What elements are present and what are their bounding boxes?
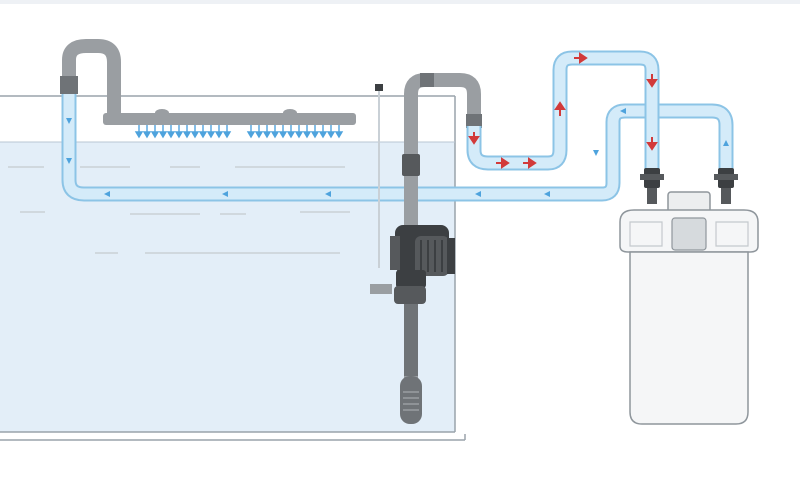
arrow-down-icon: [214, 125, 224, 139]
intake-strainer: [400, 376, 422, 424]
intake-u-pipe: [404, 73, 481, 160]
arrow-down-icon: [222, 125, 232, 139]
arrow-down-icon: [646, 137, 658, 151]
pump-air-inlet: [370, 284, 392, 294]
intake-flow-arrows: [468, 52, 658, 169]
spray-bar-assembly: [60, 39, 356, 139]
arrow-right-icon: [523, 157, 537, 169]
arrow-down-icon: [286, 125, 296, 139]
pump-connector: [405, 176, 417, 226]
arrow-down-icon: [190, 125, 200, 139]
arrow-down-icon: [593, 150, 599, 156]
arrow-down-icon: [166, 125, 176, 139]
arrow-left-icon: [222, 191, 228, 197]
arrow-up-icon: [723, 140, 729, 146]
arrow-down-icon: [318, 125, 328, 139]
return-tube-fill: [63, 94, 732, 200]
arrow-down-icon: [66, 158, 72, 164]
arrow-down-icon: [206, 125, 216, 139]
arrow-down-icon: [310, 125, 320, 139]
arrow-down-icon: [646, 74, 658, 88]
air-line: [375, 84, 383, 268]
pump-lower-collar: [394, 286, 426, 304]
arrow-down-icon: [278, 125, 288, 139]
arrow-left-icon: [475, 191, 481, 197]
arrow-down-icon: [294, 125, 304, 139]
valve-icon: [640, 168, 664, 204]
arrow-right-icon: [496, 157, 510, 169]
arrow-left-icon: [104, 191, 110, 197]
arrow-down-icon: [326, 125, 336, 139]
arrow-down-icon: [66, 118, 72, 124]
intake-elbow-cap: [420, 73, 434, 87]
arrow-down-icon: [262, 125, 272, 139]
spray-arrows: [134, 125, 344, 139]
return-tube: [61, 94, 734, 202]
arrow-left-icon: [544, 191, 550, 197]
arrow-down-icon: [142, 125, 152, 139]
arrow-up-icon: [554, 101, 566, 116]
intake-coupling: [466, 114, 482, 128]
arrow-down-icon: [158, 125, 168, 139]
u-pipe-coupling: [60, 76, 78, 94]
canister-lid-center: [671, 217, 707, 251]
pump-lower-block: [396, 270, 426, 288]
pump-stem-collar: [402, 154, 420, 176]
arrow-left-icon: [325, 191, 331, 197]
canister-latch-left: [629, 221, 663, 247]
arrow-down-icon: [134, 125, 144, 139]
canister-body: [629, 251, 749, 425]
pump-wall-mount: [447, 238, 455, 274]
arrow-left-icon: [620, 108, 626, 114]
arrow-down-icon: [150, 125, 160, 139]
water-ripples: [8, 166, 350, 254]
valve-icon: [714, 168, 738, 204]
arrow-down-icon: [302, 125, 312, 139]
arrow-down-icon: [246, 125, 256, 139]
arrow-down-icon: [334, 125, 344, 139]
canister-latch-right: [715, 221, 749, 247]
spray-bar-clip-2: [283, 109, 297, 117]
return-u-pipe: [62, 39, 121, 118]
pump-side-block: [390, 236, 400, 270]
spray-bar-clip-1: [155, 109, 169, 117]
canister-filter-icon: [619, 168, 759, 425]
pump-icon: [370, 154, 455, 424]
arrow-down-icon: [182, 125, 192, 139]
return-flow-marks: [66, 108, 729, 197]
arrow-down-icon: [254, 125, 264, 139]
arrow-down-icon: [174, 125, 184, 139]
strainer-slots: [403, 391, 419, 411]
pump-motor-body: [415, 236, 449, 276]
arrow-down-icon: [468, 132, 480, 145]
air-tube-valve: [375, 84, 383, 91]
intake-stem: [404, 304, 418, 376]
top-band: [0, 0, 800, 4]
intake-tube: [466, 50, 660, 176]
arrow-down-icon: [270, 125, 280, 139]
spray-bar: [103, 113, 356, 125]
arrow-down-icon: [198, 125, 208, 139]
arrow-right-icon: [574, 52, 588, 64]
